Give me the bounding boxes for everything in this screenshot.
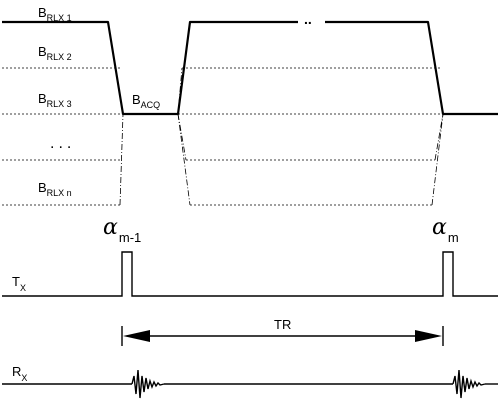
label-b-rlx2: BRLX 2 — [38, 44, 72, 62]
label-b-rlxn: BRLX n — [38, 180, 72, 198]
ramp-down-right-dots — [434, 113, 444, 161]
label-rx: RX — [12, 364, 27, 383]
ramp-down-right-rlxn — [431, 113, 444, 206]
field-waveform-right — [325, 20, 498, 116]
ramp-up-rlxn — [177, 113, 191, 206]
tr-label-bg — [270, 318, 300, 332]
label-b-rlx3: BRLX 3 — [38, 91, 72, 109]
label-b-acq: BACQ — [132, 92, 160, 110]
rx-echo-1 — [131, 369, 165, 399]
tx-waveform — [2, 251, 498, 297]
tr-arrowhead-left — [123, 330, 150, 342]
label-alpha-m: αm — [432, 215, 459, 245]
tr-arrowhead-right — [415, 330, 442, 342]
label-tx: TX — [12, 274, 26, 293]
ramp-up-dots — [177, 113, 187, 161]
label-alpha-m-1: αm-1 — [103, 215, 141, 245]
field-waveform — [2, 20, 298, 116]
label-b-rlx1: BRLX 1 — [38, 5, 72, 23]
label-dots: ... — [50, 135, 75, 152]
label-tr: TR — [274, 317, 291, 332]
rx-echo-2 — [452, 369, 486, 399]
ramp-down-rlxn — [119, 113, 124, 206]
label-gap-dots: .. — [304, 11, 312, 27]
